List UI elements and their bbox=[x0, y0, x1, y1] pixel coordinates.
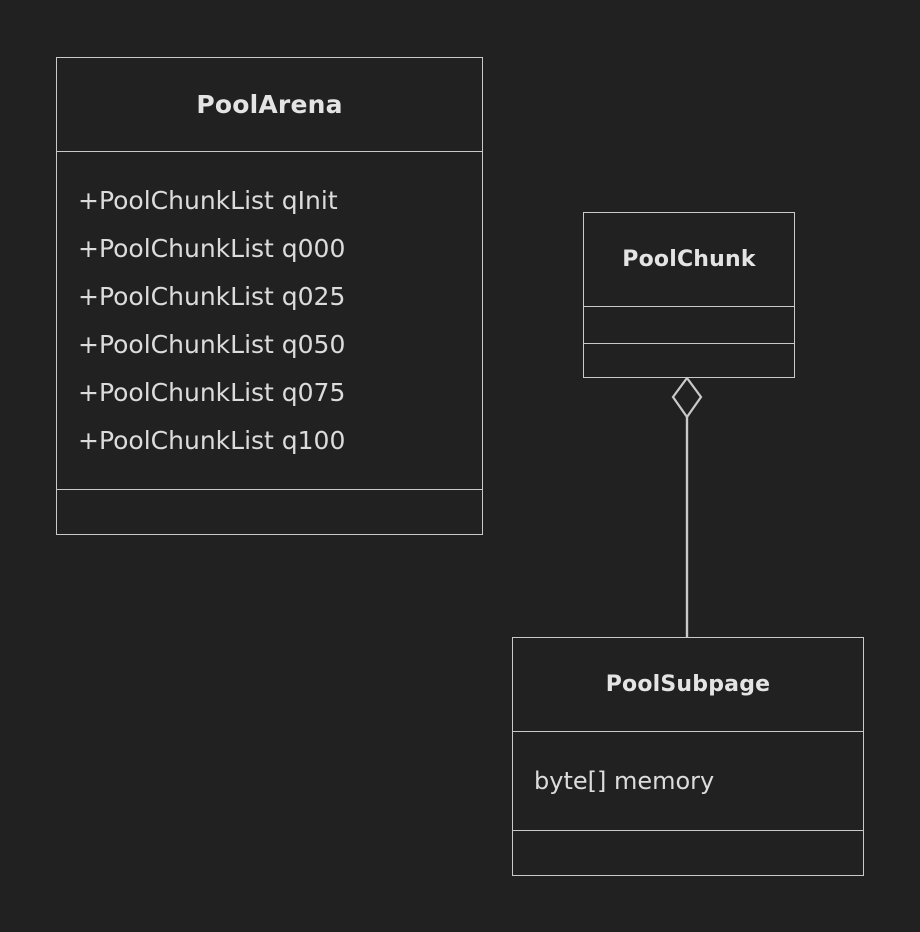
attributes-compartment-poolsubpage: byte[] memory bbox=[513, 731, 863, 830]
operations-compartment-poolarena bbox=[57, 489, 482, 534]
operations-compartment-poolchunk bbox=[584, 343, 794, 377]
attribute-item: +PoolChunkList q100 bbox=[78, 425, 346, 455]
class-name-poolsubpage: PoolSubpage bbox=[605, 672, 771, 697]
attributes-compartment-poolchunk bbox=[584, 306, 794, 343]
attribute-item: byte[] memory bbox=[534, 767, 715, 795]
operations-compartment-poolsubpage bbox=[513, 830, 863, 875]
class-box-poolsubpage[interactable]: PoolSubpage byte[] memory bbox=[512, 637, 864, 876]
attribute-item: +PoolChunkList q075 bbox=[78, 377, 346, 407]
attribute-item: +PoolChunkList q000 bbox=[78, 233, 346, 263]
attribute-item: +PoolChunkList qInit bbox=[78, 185, 338, 215]
class-box-poolchunk[interactable]: PoolChunk bbox=[583, 212, 795, 378]
class-box-poolarena[interactable]: PoolArena +PoolChunkList qInit +PoolChun… bbox=[56, 57, 483, 535]
class-name-poolarena: PoolArena bbox=[196, 90, 343, 119]
class-name-poolchunk: PoolChunk bbox=[622, 247, 756, 272]
attribute-item: +PoolChunkList q025 bbox=[78, 281, 346, 311]
attributes-compartment-poolarena: +PoolChunkList qInit +PoolChunkList q000… bbox=[57, 151, 482, 489]
attribute-item: +PoolChunkList q050 bbox=[78, 329, 346, 359]
hollow-diamond-icon bbox=[671, 376, 703, 419]
